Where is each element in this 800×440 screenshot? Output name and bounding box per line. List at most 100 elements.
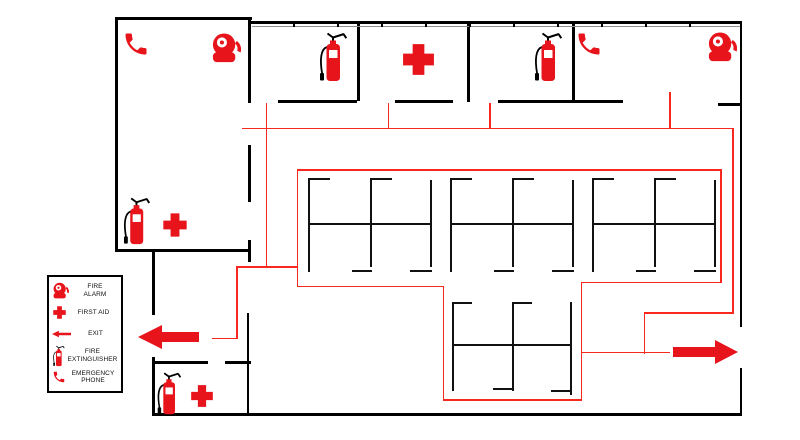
window-tick: [381, 21, 383, 27]
fire-alarm-icon: [210, 32, 243, 65]
evacuation-route-line: [296, 285, 444, 287]
evacuation-route-line: [242, 127, 734, 129]
legend-label: FIRE EXTINGUISHER: [67, 348, 118, 363]
evacuation-route-line: [643, 312, 645, 354]
wall-segment: [152, 250, 155, 315]
evacuation-route-line: [296, 169, 298, 287]
window-tick: [601, 21, 603, 27]
legend-item-exit: EXIT: [50, 323, 120, 345]
fire-alarm-icon: [706, 31, 739, 64]
cubicle-partition: [592, 223, 716, 225]
cubicle-partition: [450, 178, 472, 180]
wall-segment: [395, 100, 453, 103]
cubicle-partition: [493, 388, 513, 390]
cubicle-partition: [552, 270, 574, 272]
evacuation-route-line: [580, 281, 722, 283]
cubicle-partition: [654, 178, 676, 180]
evacuation-route-line: [212, 337, 238, 339]
evacuation-route-line: [265, 103, 267, 267]
evacuation-route-line: [296, 169, 722, 171]
wall-segment: [248, 145, 251, 202]
wall-segment: [248, 17, 251, 103]
cubicle-partition: [512, 302, 532, 304]
wall-segment: [115, 17, 252, 20]
window-tick: [469, 21, 471, 27]
wall-segment: [152, 357, 155, 415]
first-aid-icon: [189, 383, 215, 409]
wall-segment: [498, 100, 623, 103]
evacuation-route-line: [442, 285, 444, 401]
cubicle-partition: [592, 178, 614, 180]
window-tick: [513, 21, 515, 27]
cubicle-partition: [494, 270, 514, 272]
evacuation-route-line: [442, 399, 582, 401]
legend-label: FIRST AID: [77, 308, 110, 316]
fire-extinguisher-icon: [52, 345, 65, 367]
emergency-phone-icon: [52, 370, 66, 384]
wall-segment: [357, 22, 360, 101]
legend-label: FIRE ALARM: [83, 283, 107, 298]
exit-arrow-icon: [52, 329, 71, 339]
cubicle-partition: [370, 178, 372, 267]
window-tick: [293, 21, 295, 27]
legend-box: FIRE ALARM FIRST AID EXIT FIRE EXTINGUIS…: [47, 275, 123, 393]
fire-extinguisher-icon: [532, 31, 563, 83]
legend-item-fire-alarm: FIRE ALARM: [50, 280, 120, 302]
cubicle-partition: [370, 178, 392, 180]
legend-label: EXIT: [88, 330, 103, 338]
wall-segment: [739, 368, 742, 415]
cubicle-partition: [694, 270, 716, 272]
exit-arrow-left: [136, 320, 200, 354]
wall-segment: [467, 22, 470, 102]
window-tick: [689, 21, 691, 27]
evacuation-route-line: [669, 92, 671, 129]
wall-segment: [152, 361, 208, 364]
cubicle-partition: [512, 302, 514, 391]
wall-segment: [739, 22, 742, 327]
first-aid-icon: [400, 41, 437, 78]
fire-alarm-icon: [52, 282, 70, 300]
wall-segment: [225, 361, 251, 364]
evacuation-route-line: [387, 103, 389, 129]
evacuation-route-line: [489, 103, 491, 129]
wall-segment: [278, 100, 357, 103]
window-tick: [337, 21, 339, 27]
emergency-phone-icon: [122, 30, 150, 58]
evacuation-route-line: [237, 266, 298, 268]
cubicle-partition: [551, 390, 572, 392]
evacuation-route-line: [236, 266, 238, 339]
window-line: [252, 26, 740, 28]
cubicle-partition: [512, 178, 534, 180]
window-tick: [425, 21, 427, 27]
legend-item-first-aid: FIRST AID: [50, 302, 120, 324]
wall-segment: [115, 17, 118, 252]
cubicle-partition: [410, 270, 432, 272]
evacuation-route-line: [643, 312, 734, 314]
evacuation-route-line: [720, 169, 722, 283]
wall-segment: [115, 249, 251, 252]
cubicle-partition: [654, 178, 656, 267]
fire-extinguisher-icon: [155, 371, 182, 416]
wall-segment: [248, 21, 742, 24]
first-aid-icon: [161, 211, 189, 239]
emergency-phone-icon: [575, 30, 603, 58]
cubicle-partition: [308, 178, 330, 180]
legend-item-fire-extinguisher: FIRE EXTINGUISHER: [50, 345, 120, 367]
wall-segment: [248, 240, 251, 262]
cubicle-partition: [450, 223, 574, 225]
wall-segment: [152, 413, 742, 416]
cubicle-partition: [570, 302, 572, 395]
fire-extinguisher-icon: [121, 196, 151, 246]
cubicle-partition: [592, 178, 594, 272]
cubicle-partition: [452, 302, 454, 391]
window-tick: [557, 21, 559, 27]
exit-arrow-right: [672, 336, 740, 368]
cubicle-partition: [512, 178, 514, 267]
cubicle-partition: [636, 270, 656, 272]
first-aid-icon: [52, 305, 67, 320]
fire-extinguisher-icon: [317, 31, 348, 83]
cubicle-partition: [308, 223, 432, 225]
window-tick: [645, 21, 647, 27]
